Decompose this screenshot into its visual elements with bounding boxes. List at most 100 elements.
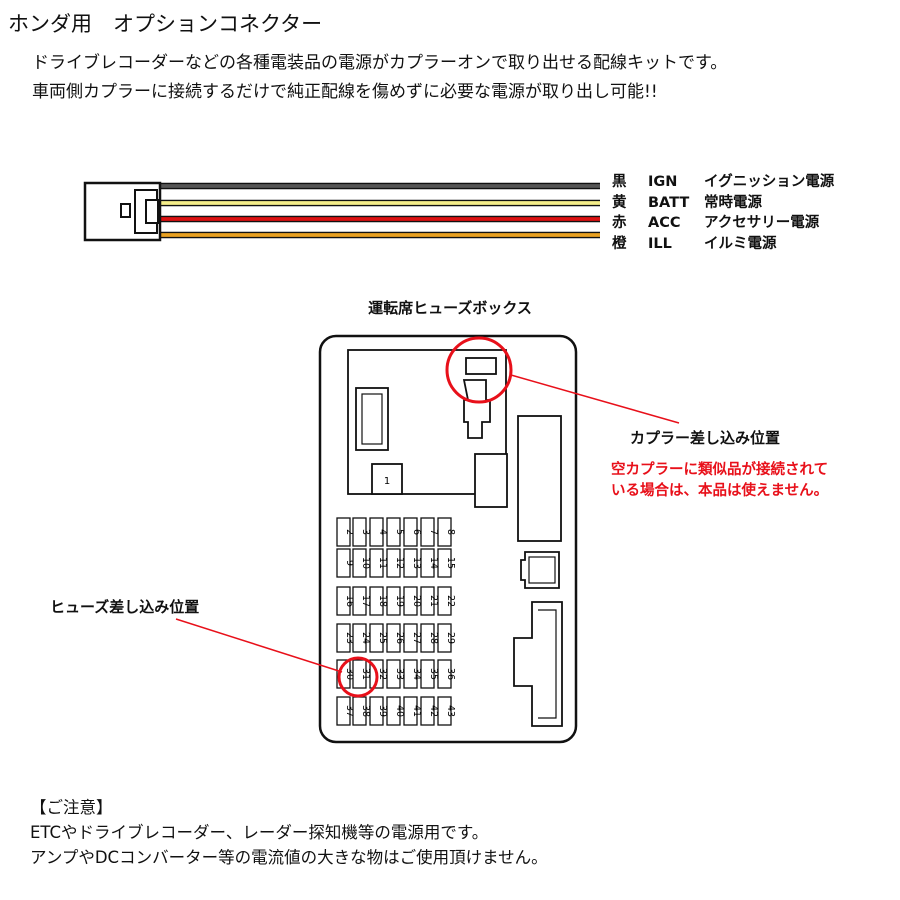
legend-row-ill: 橙 ILL イルミ電源	[612, 234, 834, 255]
coupler-warning: 空カプラーに類似品が接続されて いる場合は、本品は使えません。	[611, 460, 828, 502]
fuse-slot: 26	[386, 623, 405, 653]
fuse-number: 9	[344, 560, 355, 566]
fuse-position-label: ヒューズ差し込み位置	[50, 598, 200, 616]
fuse-slot: 12	[386, 548, 405, 578]
fuse-slot: 41	[403, 696, 422, 726]
fuse-number: 36	[445, 668, 456, 680]
fuse-number: 26	[394, 632, 405, 644]
fuse-slot: 31	[352, 659, 371, 689]
fuse-slot: 33	[386, 659, 405, 689]
fuse-number: 11	[377, 557, 388, 569]
fuse-slot: 29	[437, 623, 456, 653]
fuse-number: 27	[411, 632, 422, 644]
fuse-slot: 25	[369, 623, 388, 653]
fuse-slot: 14	[420, 548, 439, 578]
legend-color-name: 橙	[612, 235, 627, 252]
fuse-number: 34	[411, 668, 422, 680]
wire-harness	[158, 182, 600, 239]
fuse-slot: 20	[403, 586, 422, 616]
fuse-slot: 42	[420, 696, 439, 726]
page-title: ホンダ用 オプションコネクター	[8, 12, 323, 36]
fuse-slot: 13	[403, 548, 422, 578]
fuse-slot: 19	[386, 586, 405, 616]
fuse-number: 6	[411, 529, 422, 535]
fuse-slot: 27	[403, 623, 422, 653]
fusebox-label: 運転席ヒューズボックス	[368, 299, 532, 317]
fuse-slot: 5	[386, 517, 405, 547]
fuse-slot: 39	[369, 696, 388, 726]
fuse-number: 31	[360, 668, 371, 680]
relay-number: 1	[384, 476, 390, 487]
fuse-slot: 7	[420, 517, 439, 547]
fuse-number: 2	[344, 529, 355, 535]
coupler-position-label: カプラー差し込み位置	[630, 429, 781, 447]
fuse-number: 21	[428, 595, 439, 607]
fuse-number: 17	[360, 595, 371, 607]
fuse-number: 43	[445, 705, 456, 717]
fuse-number: 18	[377, 595, 388, 607]
fuse-slot: 10	[352, 548, 371, 578]
fuse-number: 23	[344, 632, 355, 644]
fuse-slot: 40	[386, 696, 405, 726]
coupler-highlight	[445, 336, 680, 424]
fuse-number: 7	[428, 529, 439, 535]
fuse-slot: 24	[352, 623, 371, 653]
fuse-slot: 23	[336, 623, 355, 653]
legend-signal: IGN	[648, 174, 678, 190]
fuse-number: 24	[360, 632, 371, 644]
fuse-number: 35	[428, 668, 439, 680]
fuse-number: 41	[411, 705, 422, 717]
legend-description: イルミ電源	[704, 235, 777, 252]
fuse-slot: 8	[437, 517, 456, 547]
fuse-slot: 16	[336, 586, 355, 616]
fuse-number: 38	[360, 705, 371, 717]
fuse-highlight	[175, 618, 379, 698]
fuse-number: 10	[360, 557, 371, 569]
fuse-number: 40	[394, 705, 405, 717]
notice: 【ご注意】 ETCやドライブレコーダー、レーダー探知機等の電源用です。 アンプや…	[30, 795, 548, 870]
fuse-slot: 15	[437, 548, 456, 578]
legend-description: アクセサリー電源	[704, 215, 820, 231]
fuse-number: 28	[428, 632, 439, 644]
fuse-number: 3	[360, 529, 371, 535]
fuse-number: 12	[394, 557, 405, 569]
intro-line-2: 車両側カプラーに接続するだけで純正配線を傷めずに必要な電源が取り出し可能!!	[32, 82, 658, 102]
fuse-slot: 43	[437, 696, 456, 726]
fuse-slot: 35	[420, 659, 439, 689]
fuse-slot: 21	[420, 586, 439, 616]
coupler-warning-line-1: 空カプラーに類似品が接続されて	[611, 462, 829, 478]
fuse-number: 20	[411, 595, 422, 607]
fuse-slot: 17	[352, 586, 371, 616]
option-connector	[83, 181, 600, 242]
fuse-number: 13	[411, 557, 422, 569]
coupler-warning-line-2: いる場合は、本品は使えません。	[611, 483, 829, 499]
fuse-number: 29	[445, 632, 456, 644]
fuse-slot: 3	[352, 517, 371, 547]
legend-description: 常時電源	[704, 194, 762, 211]
fuse-slot: 22	[437, 586, 456, 616]
fuse-number: 25	[377, 632, 388, 644]
fuse-number: 19	[394, 595, 405, 607]
fuse-number: 5	[394, 529, 405, 535]
fuse-slot: 2	[336, 517, 355, 547]
fuse-number: 42	[428, 705, 439, 717]
fuse-number: 33	[394, 668, 405, 680]
legend-signal: ACC	[648, 215, 681, 231]
legend-signal: BATT	[648, 194, 690, 211]
fuse-number: 16	[344, 595, 355, 607]
fuse-slot: 4	[369, 517, 388, 547]
legend-color-name: 赤	[612, 215, 627, 231]
notice-line-2: アンプやDCコンバーター等の電流値の大きな物はご使用頂けません。	[30, 848, 548, 867]
fuse-slot: 9	[336, 548, 355, 578]
fuse-slot: 11	[369, 548, 388, 578]
legend-signal: ILL	[648, 235, 672, 252]
fuse-number: 22	[445, 595, 456, 607]
fuse-slot: 36	[437, 659, 456, 689]
notice-line-1: ETCやドライブレコーダー、レーダー探知機等の電源用です。	[30, 823, 489, 842]
